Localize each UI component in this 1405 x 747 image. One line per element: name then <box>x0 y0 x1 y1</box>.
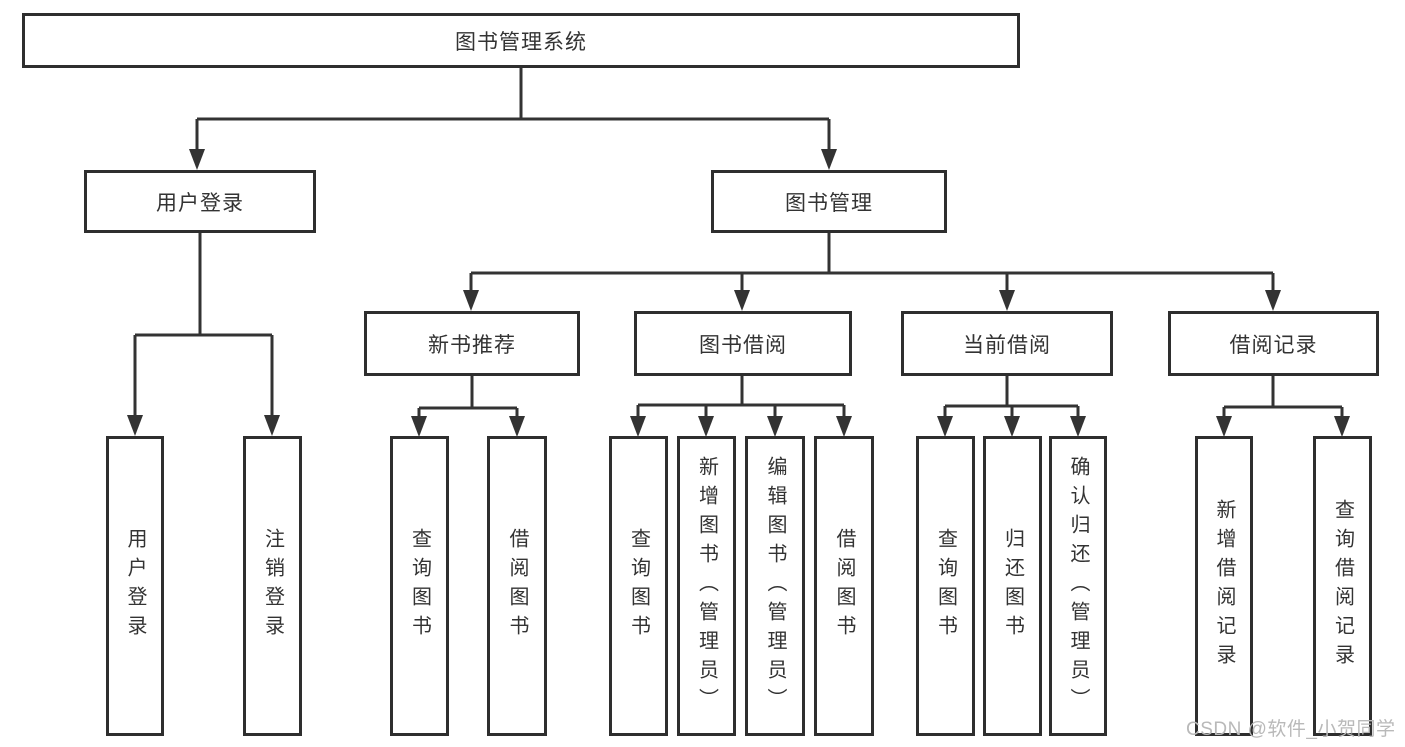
arrow-to-records-add-record <box>1216 416 1232 437</box>
node-book-borrowing: 图书借阅 <box>634 311 852 376</box>
connector-borrow-records <box>1222 376 1344 419</box>
arrow-to-new-book-recommend <box>463 290 479 311</box>
arrow-to-borrow-borrow-books <box>836 416 852 437</box>
arrow-to-book-management <box>821 149 837 170</box>
node-user-login-leaf: 用户登录 <box>106 436 164 736</box>
arrow-to-cur-confirm-return <box>1070 416 1086 437</box>
node-records-query-record: 查询借阅记录 <box>1313 436 1372 736</box>
connector-book-borrowing <box>636 376 846 419</box>
node-logout-leaf: 注销登录 <box>243 436 302 736</box>
arrow-to-borrow-add-books <box>698 416 714 437</box>
arrow-to-borrow-query-books <box>630 416 646 437</box>
csdn-watermark: CSDN @软件_小贺同学 <box>1186 719 1396 740</box>
node-library-system: 图书管理系统 <box>22 13 1020 68</box>
arrow-to-rec-borrow-books <box>509 416 525 437</box>
node-book-management-branch: 图书管理 <box>711 170 947 233</box>
node-rec-query-books: 查询图书 <box>390 436 449 736</box>
connector-current-borrowing <box>943 376 1080 419</box>
arrow-to-logout-leaf <box>264 415 280 436</box>
node-cur-confirm-return-admin: 确认归还（管理员） <box>1049 436 1107 736</box>
connector-new-book-recommend <box>417 376 519 419</box>
arrow-to-borrow-records <box>1265 290 1281 311</box>
arrow-to-current-borrowing <box>999 290 1015 311</box>
node-new-book-recommend: 新书推荐 <box>364 311 580 376</box>
arrow-to-user-login-leaf <box>127 415 143 436</box>
arrow-to-user-login <box>189 149 205 170</box>
arrow-to-rec-query-books <box>411 416 427 437</box>
node-rec-borrow-books: 借阅图书 <box>487 436 547 736</box>
connector-root <box>195 68 831 152</box>
node-user-login-branch: 用户登录 <box>84 170 316 233</box>
arrow-to-cur-query-books <box>937 416 953 437</box>
arrow-to-records-query-record <box>1334 416 1350 437</box>
node-borrow-add-books-admin: 新增图书（管理员） <box>677 436 736 736</box>
node-cur-query-books: 查询图书 <box>916 436 975 736</box>
connector-user-login <box>133 233 274 418</box>
arrowheads <box>127 149 1350 437</box>
node-borrow-query-books: 查询图书 <box>609 436 668 736</box>
node-borrow-records: 借阅记录 <box>1168 311 1379 376</box>
connector-book-management <box>469 233 1275 293</box>
node-current-borrowing: 当前借阅 <box>901 311 1113 376</box>
node-records-add-record: 新增借阅记录 <box>1195 436 1253 736</box>
arrow-to-borrow-edit-books <box>767 416 783 437</box>
arrow-to-cur-return-books <box>1004 416 1020 437</box>
arrow-to-book-borrowing <box>734 290 750 311</box>
node-cur-return-books: 归还图书 <box>983 436 1042 736</box>
node-borrow-borrow-books: 借阅图书 <box>814 436 874 736</box>
node-borrow-edit-books-admin: 编辑图书（管理员） <box>745 436 805 736</box>
